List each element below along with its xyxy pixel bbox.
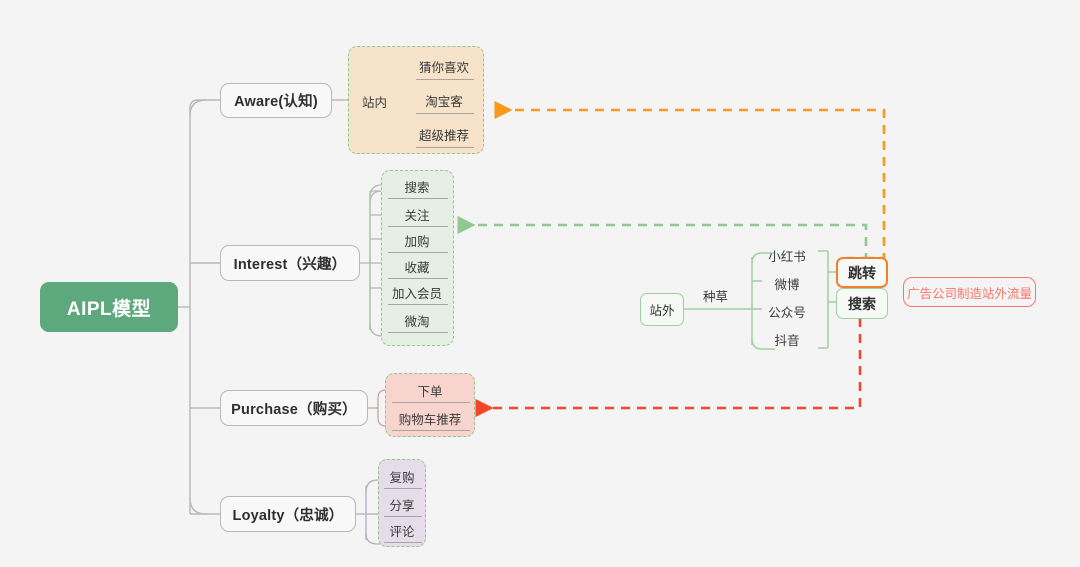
panel-aware bbox=[348, 46, 484, 154]
platform-2[interactable]: 公众号 bbox=[768, 306, 806, 320]
leaf-aware-1[interactable]: 淘宝客 bbox=[412, 86, 476, 115]
stage-purchase-label: Purchase（购买） bbox=[231, 401, 357, 418]
trunk-corners bbox=[189, 99, 207, 515]
leaf-interest-1[interactable]: 关注 bbox=[384, 202, 450, 228]
stage-purchase[interactable]: Purchase（购买） bbox=[220, 390, 368, 426]
panel-purchase bbox=[385, 373, 475, 437]
root-label: AIPL模型 bbox=[66, 298, 152, 320]
platform-3[interactable]: 抖音 bbox=[774, 334, 800, 348]
leaf-purchase-1[interactable]: 购物车推荐 bbox=[388, 405, 472, 432]
action-hop[interactable]: 跳转 bbox=[836, 257, 888, 288]
offsite-edge-label: 种草 bbox=[703, 290, 729, 304]
leaf-aware-0[interactable]: 猜你喜欢 bbox=[412, 52, 476, 81]
flow-hop-to-aware bbox=[494, 100, 886, 260]
stage-interest[interactable]: Interest（兴趣） bbox=[220, 245, 360, 281]
stage-aware-label: Aware(认知) bbox=[234, 94, 318, 110]
stage-interest-label: Interest（兴趣） bbox=[233, 256, 347, 273]
stage-loyalty-label: Loyalty（忠诚） bbox=[232, 507, 344, 524]
leaf-interest-4[interactable]: 加入会员 bbox=[384, 280, 450, 306]
aware-group-label: 站内 bbox=[362, 96, 388, 110]
leaf-interest-2[interactable]: 加购 bbox=[384, 228, 450, 254]
leaf-interest-5[interactable]: 微淘 bbox=[384, 308, 450, 334]
action-search[interactable]: 搜索 bbox=[836, 288, 888, 319]
panel-loyalty bbox=[378, 459, 426, 547]
stage-loyalty[interactable]: Loyalty（忠诚） bbox=[220, 496, 356, 532]
offsite-source[interactable]: 站外 bbox=[640, 293, 684, 326]
leaf-interest-3[interactable]: 收藏 bbox=[384, 254, 450, 280]
leaf-aware-2[interactable]: 超级推荐 bbox=[412, 120, 476, 149]
leaf-loyalty-2[interactable]: 评论 bbox=[380, 517, 424, 544]
panel-interest bbox=[381, 170, 454, 346]
platform-0[interactable]: 小红书 bbox=[768, 250, 806, 264]
leaf-loyalty-0[interactable]: 复购 bbox=[380, 463, 424, 490]
leaf-purchase-0[interactable]: 下单 bbox=[388, 377, 472, 404]
stage-aware[interactable]: Aware(认知) bbox=[220, 83, 332, 118]
annotation-note: 广告公司制造站外流量 bbox=[903, 277, 1036, 307]
root-node[interactable]: AIPL模型 bbox=[40, 282, 178, 332]
platform-1[interactable]: 微博 bbox=[774, 278, 800, 292]
leaf-interest-0[interactable]: 搜索 bbox=[384, 174, 450, 200]
leaf-loyalty-1[interactable]: 分享 bbox=[380, 491, 424, 518]
root-trunk bbox=[178, 99, 220, 515]
